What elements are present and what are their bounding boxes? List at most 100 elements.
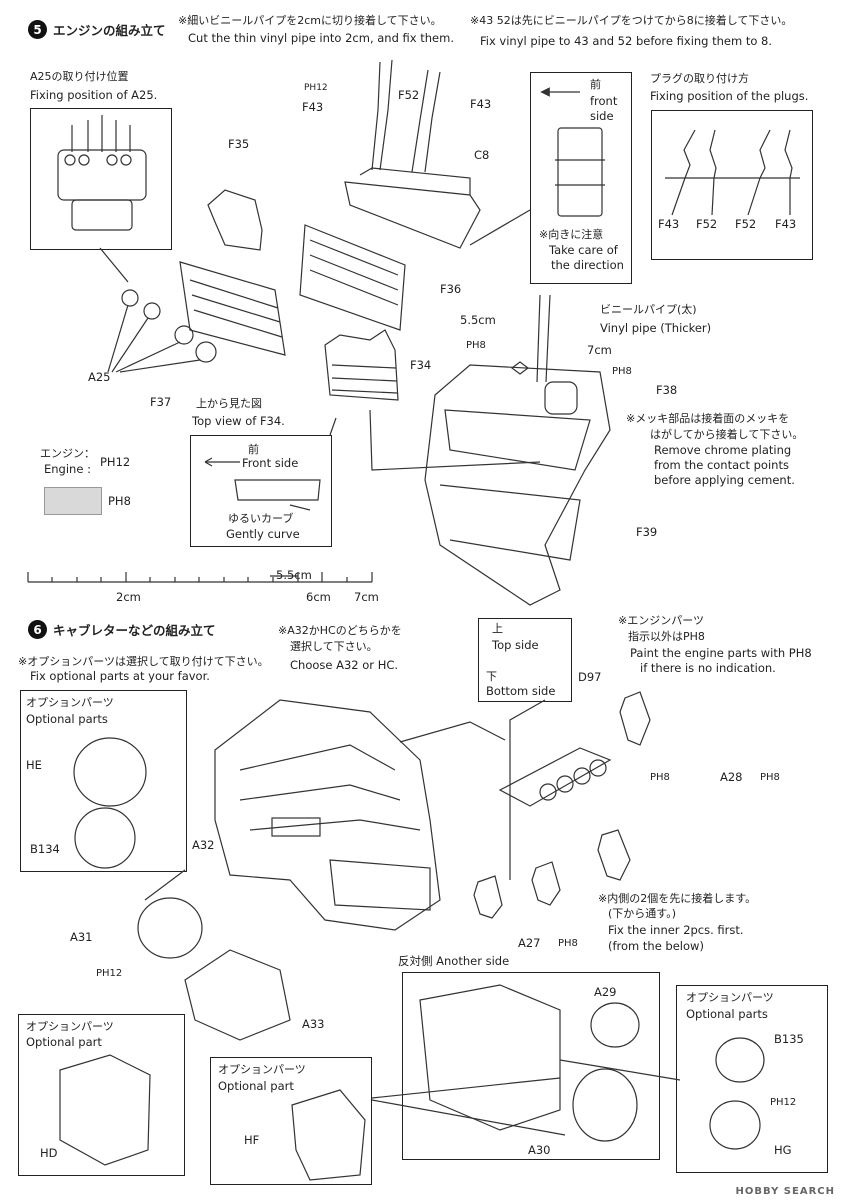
bottom-jp: 下 xyxy=(486,670,497,683)
top-en: Top side xyxy=(492,638,539,652)
label-ph8-mid: PH8 xyxy=(466,340,486,351)
optparts-left-en: Optional parts xyxy=(26,712,108,726)
len-7: 7cm xyxy=(587,343,612,357)
label-he: HE xyxy=(26,758,42,772)
opt-en: Fix optional parts at your favor. xyxy=(30,669,210,683)
choose-jp2: 選択して下さい。 xyxy=(290,640,378,653)
chrome-jp1: ※メッキ部品は接着面のメッキを xyxy=(626,412,790,425)
inner-jp2: (下から通す。) xyxy=(608,907,676,920)
label-a31: A31 xyxy=(70,930,93,944)
engparts-en2: if there is no indication. xyxy=(640,661,776,675)
tv-curve-en: Gently curve xyxy=(226,527,300,541)
label-b135: B135 xyxy=(774,1032,804,1046)
label-a29: A29 xyxy=(594,985,617,999)
label-f36: F36 xyxy=(440,282,462,296)
dir-front-en2: side xyxy=(590,109,614,123)
engine-en: Engine : xyxy=(44,462,91,476)
choose-en: Choose A32 or HC. xyxy=(290,658,399,672)
topview-jp: 上から見た図 xyxy=(196,397,262,410)
top-jp: 上 xyxy=(492,622,503,635)
topview-en: Top view of F34. xyxy=(192,414,285,428)
ruler-2cm: 2cm xyxy=(116,590,141,604)
tv-front-jp: 前 xyxy=(248,443,259,456)
label-f39: F39 xyxy=(636,525,658,539)
engparts-jp2: 指示以外はPH8 xyxy=(628,630,705,643)
plug-en: Fixing position of the plugs. xyxy=(650,89,809,103)
optpart-bm-en: Optional part xyxy=(218,1079,294,1093)
plug-f43-1: F43 xyxy=(658,217,680,231)
ruler-6cm: 6cm xyxy=(306,590,331,604)
step5-note2-en: Fix vinyl pipe to 43 and 52 before fixin… xyxy=(480,34,773,48)
label-ph12-top: PH12 xyxy=(304,83,328,93)
optpart-bl-jp: オプションパーツ xyxy=(26,1020,114,1033)
plug-f43-2: F43 xyxy=(775,217,797,231)
paint-swatch xyxy=(44,487,102,515)
label-a25: A25 xyxy=(88,370,111,384)
optpart-bm-jp: オプションパーツ xyxy=(218,1063,306,1076)
step5-note1-en: Cut the thin vinyl pipe into 2cm, and fi… xyxy=(188,31,454,45)
label-b134: B134 xyxy=(30,842,60,856)
tv-front-en: Front side xyxy=(242,456,299,470)
swatch-ph8: PH8 xyxy=(108,494,131,508)
label-f34: F34 xyxy=(410,358,432,372)
label-f37: F37 xyxy=(150,395,172,409)
step5-number: 5 xyxy=(28,20,47,39)
label-a30: A30 xyxy=(528,1143,551,1157)
step6-header: 6 キャブレターなどの組み立て xyxy=(28,620,216,639)
fixpos-jp: A25の取り付け位置 xyxy=(30,70,129,83)
vinyl-en: Vinyl pipe (Thicker) xyxy=(600,321,712,335)
step6-number: 6 xyxy=(28,620,47,639)
label-ph12-hg: PH12 xyxy=(770,1097,797,1108)
inner-en1: Fix the inner 2pcs. first. xyxy=(608,923,744,937)
label-f43-b: F43 xyxy=(470,97,492,111)
optparts-right-en: Optional parts xyxy=(686,1007,768,1021)
optparts-left-jp: オプションパーツ xyxy=(26,696,114,709)
engparts-jp: ※エンジンパーツ xyxy=(618,614,704,627)
watermark-hobbysearch: HOBBY SEARCH xyxy=(735,1186,835,1197)
label-c8: C8 xyxy=(474,148,490,162)
ruler-7cm: 7cm xyxy=(354,590,379,604)
label-f38: F38 xyxy=(656,383,678,397)
another-side-box xyxy=(402,972,660,1160)
label-ph8-right: PH8 xyxy=(612,366,632,377)
label-ph8-d97: PH8 xyxy=(650,772,670,783)
label-f43-a: F43 xyxy=(302,100,324,114)
label-a32: A32 xyxy=(192,838,215,852)
step5-note2-jp: ※43 52は先にビニールパイプをつけてから8に接着して下さい。 xyxy=(470,14,793,27)
fixpos-detail-box xyxy=(30,108,172,250)
engparts-en1: Paint the engine parts with PH8 xyxy=(630,646,812,660)
plug-f52-2: F52 xyxy=(735,217,757,231)
inner-en2: (from the below) xyxy=(608,939,704,953)
label-a28: A28 xyxy=(720,770,743,784)
another-side-label: 反対側 Another side xyxy=(398,954,510,968)
label-hf: HF xyxy=(244,1133,260,1147)
label-hg: HG xyxy=(774,1143,792,1157)
bottom-en: Bottom side xyxy=(486,684,556,698)
label-ph12-a31: PH12 xyxy=(96,968,123,979)
step5-header: 5 エンジンの組み立て xyxy=(28,20,166,39)
chrome-en3: before applying cement. xyxy=(654,473,795,487)
step5-note1-jp: ※細いビニールパイプを2cmに切り接着して下さい。 xyxy=(178,14,442,27)
choose-jp1: ※A32かHCのどちらかを xyxy=(278,624,402,637)
inner-jp1: ※内側の2個を先に接着します。 xyxy=(598,892,757,905)
label-ph8-a27: PH8 xyxy=(558,938,578,949)
care-en2: the direction xyxy=(551,258,624,272)
label-ph8-a28: PH8 xyxy=(760,772,780,783)
vinyl-jp: ビニールパイプ(太) xyxy=(600,303,697,316)
plug-detail-box xyxy=(651,110,813,260)
plug-jp: プラグの取り付け方 xyxy=(650,72,749,85)
care-jp: ※向きに注意 xyxy=(539,228,604,241)
dir-front-jp: 前 xyxy=(590,78,601,91)
label-a27: A27 xyxy=(518,936,541,950)
label-f35: F35 xyxy=(228,137,250,151)
label-hd: HD xyxy=(40,1146,58,1160)
len-55: 5.5cm xyxy=(460,313,496,327)
step5-title: エンジンの組み立て xyxy=(53,23,166,38)
dir-front-en1: front xyxy=(590,94,618,108)
plug-f52-1: F52 xyxy=(696,217,718,231)
label-d97: D97 xyxy=(578,670,602,684)
engine-paint-ph12: PH12 xyxy=(100,455,131,469)
engine-jp: エンジン： xyxy=(40,447,95,460)
opt-jp: ※オプションパーツは選択して取り付けて下さい。 xyxy=(18,655,269,668)
ruler-55cm: 5.5cm xyxy=(276,568,312,582)
